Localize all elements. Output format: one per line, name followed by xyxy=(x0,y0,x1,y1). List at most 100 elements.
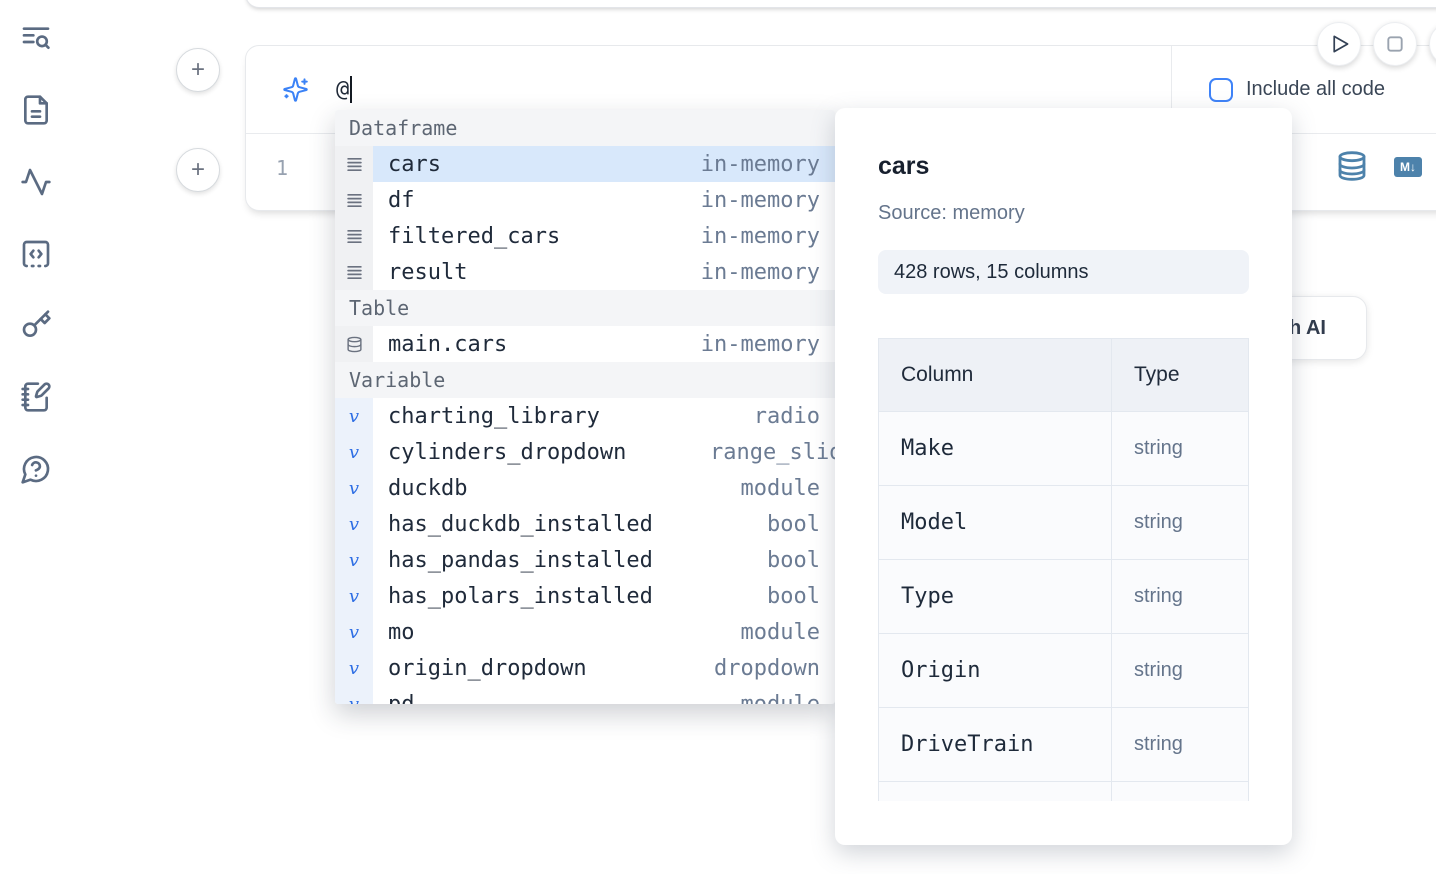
dataframe-rows-icon xyxy=(346,264,363,281)
convert-to-sql-database-icon[interactable] xyxy=(1336,150,1368,182)
item-kind-gutter xyxy=(335,146,373,182)
item-type: bool xyxy=(767,584,820,609)
item-type: dropdown xyxy=(714,656,820,681)
autocomplete-group-header: Dataframe xyxy=(335,110,835,146)
schema-row: Model string xyxy=(879,486,1249,560)
stop-square-icon xyxy=(1374,22,1416,66)
item-name: has_polars_installed xyxy=(388,584,653,609)
dataframe-preview-panel: cars Source: memory 428 rows, 15 columns… xyxy=(835,108,1292,845)
item-name: has_duckdb_installed xyxy=(388,512,653,537)
database-icon xyxy=(346,336,363,353)
variable-v-icon: v xyxy=(349,514,359,535)
run-cell-button[interactable] xyxy=(1317,22,1361,66)
autocomplete-item[interactable]: v cylinders_dropdown range_slider xyxy=(335,434,835,470)
item-kind-gutter xyxy=(335,254,373,290)
item-type: in-memory xyxy=(701,332,820,357)
shape-badge: 428 rows, 15 columns xyxy=(878,250,1249,294)
scratchpad-notebook-pen-icon[interactable] xyxy=(20,381,52,413)
autocomplete-item[interactable]: v has_pandas_installed bool xyxy=(335,542,835,578)
item-kind-gutter: v xyxy=(335,542,373,578)
include-all-code-checkbox[interactable] xyxy=(1209,78,1233,102)
item-kind-gutter xyxy=(335,326,373,362)
item-type: bool xyxy=(767,512,820,537)
item-type: in-memory xyxy=(701,152,820,177)
preview-title: cars xyxy=(878,152,1249,181)
autocomplete-item[interactable]: filtered_cars in-memory xyxy=(335,218,835,254)
schema-column-name: Model xyxy=(879,486,1112,560)
convert-to-markdown-icon[interactable]: M↓ xyxy=(1394,157,1422,177)
item-type: radio xyxy=(754,404,820,429)
item-kind-gutter xyxy=(335,218,373,254)
add-cell-below-button[interactable]: + xyxy=(176,148,220,192)
autocomplete-group-header: Variable xyxy=(335,362,835,398)
autocomplete-group-header: Table xyxy=(335,290,835,326)
item-name: pd xyxy=(388,692,415,705)
schema-column-name: Make xyxy=(879,412,1112,486)
item-kind-gutter: v xyxy=(335,470,373,506)
variable-v-icon: v xyxy=(349,478,359,499)
schema-column-type: string xyxy=(1112,708,1249,782)
activity-tracer-icon[interactable] xyxy=(20,166,52,198)
add-cell-above-button[interactable]: + xyxy=(176,48,220,92)
file-document-icon[interactable] xyxy=(20,94,52,126)
stop-cell-button[interactable] xyxy=(1373,22,1417,66)
variable-v-icon: v xyxy=(349,406,359,427)
item-kind-gutter: v xyxy=(335,398,373,434)
autocomplete-item[interactable]: v origin_dropdown dropdown xyxy=(335,650,835,686)
dataframe-rows-icon xyxy=(346,156,363,173)
autocomplete-item[interactable]: v pd module xyxy=(335,686,835,704)
item-kind-gutter xyxy=(335,182,373,218)
text-cursor xyxy=(350,76,352,103)
item-type: in-memory xyxy=(701,224,820,249)
schema-column-type: string xyxy=(1112,634,1249,708)
item-name: cylinders_dropdown xyxy=(388,440,626,465)
autocomplete-item[interactable]: result in-memory xyxy=(335,254,835,290)
snippets-code-icon[interactable] xyxy=(20,238,52,270)
item-kind-gutter: v xyxy=(335,650,373,686)
autocomplete-item[interactable]: cars in-memory xyxy=(335,146,835,182)
item-kind-gutter: v xyxy=(335,578,373,614)
schema-row: Type string xyxy=(879,560,1249,634)
item-name: duckdb xyxy=(388,476,467,501)
secrets-key-icon[interactable] xyxy=(20,309,52,341)
item-kind-gutter: v xyxy=(335,434,373,470)
autocomplete-item[interactable]: v has_duckdb_installed bool xyxy=(335,506,835,542)
schema-row xyxy=(879,782,1249,802)
variable-v-icon: v xyxy=(349,550,359,571)
item-type: bool xyxy=(767,548,820,573)
schema-table-container: Column Type Make string Model string Typ… xyxy=(878,338,1249,801)
autocomplete-popup: Dataframe cars in-memory df in-memory fi… xyxy=(335,110,835,704)
item-name: df xyxy=(388,188,415,213)
include-all-code-label: Include all code xyxy=(1246,78,1385,101)
variable-v-icon: v xyxy=(349,658,359,679)
schema-row: Make string xyxy=(879,412,1249,486)
autocomplete-item[interactable]: df in-memory xyxy=(335,182,835,218)
variable-v-icon: v xyxy=(349,694,359,705)
autocomplete-item[interactable]: v duckdb module xyxy=(335,470,835,506)
item-type: range_slider xyxy=(710,440,835,465)
autocomplete-item[interactable]: v mo module xyxy=(335,614,835,650)
schema-table: Column Type Make string Model string Typ… xyxy=(878,338,1249,801)
line-number: 1 xyxy=(270,156,294,180)
item-type: module xyxy=(741,476,820,501)
help-chat-question-icon[interactable] xyxy=(20,453,52,485)
autocomplete-item[interactable]: main.cars in-memory xyxy=(335,326,835,362)
item-kind-gutter: v xyxy=(335,686,373,704)
schema-header-column: Column xyxy=(879,339,1112,412)
autocomplete-item[interactable]: v has_polars_installed bool xyxy=(335,578,835,614)
ai-prompt-input[interactable]: @ xyxy=(336,77,349,102)
schema-column-type xyxy=(1112,782,1249,802)
preview-source: Source: memory xyxy=(878,202,1249,225)
schema-column-name: Type xyxy=(879,560,1112,634)
schema-column-name xyxy=(879,782,1112,802)
item-name: result xyxy=(388,260,467,285)
item-name: cars xyxy=(388,152,441,177)
item-type: module xyxy=(741,692,820,705)
item-name: filtered_cars xyxy=(388,224,560,249)
item-type: module xyxy=(741,620,820,645)
previous-cell-bottom-edge xyxy=(245,0,1436,8)
left-toolbar xyxy=(0,0,72,874)
table-of-contents-search-icon[interactable] xyxy=(20,22,52,54)
item-type: in-memory xyxy=(701,188,820,213)
autocomplete-item[interactable]: v charting_library radio xyxy=(335,398,835,434)
